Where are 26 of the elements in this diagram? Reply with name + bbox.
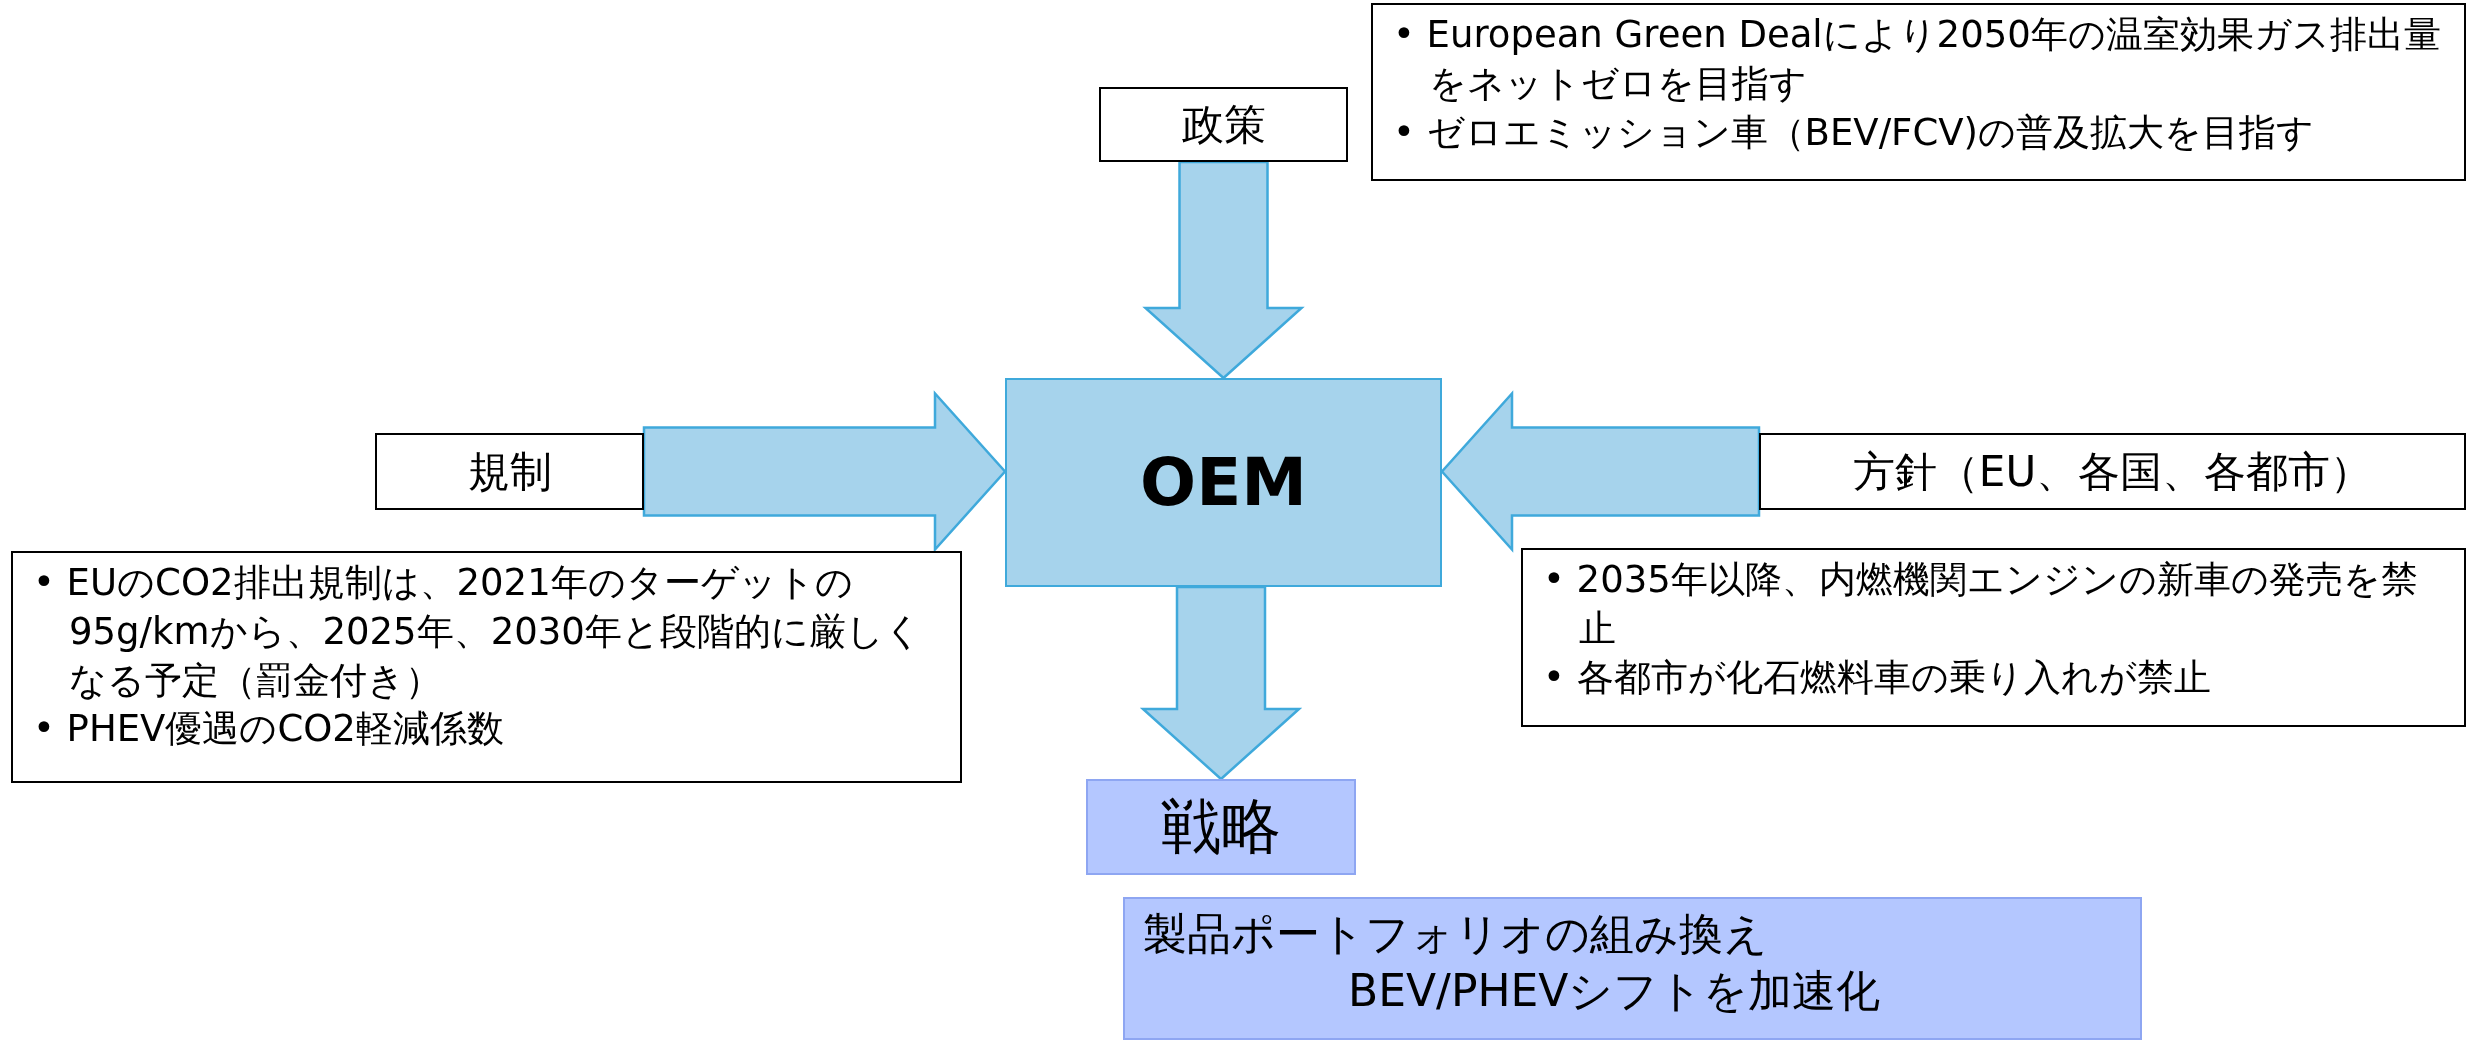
bullet-item: • 2035年以降、内燃機関エンジンの新車の発売を禁止 <box>1542 557 2419 652</box>
label-box <box>1099 87 1348 162</box>
label-box <box>1759 433 2466 510</box>
block-arrow <box>642 390 1007 553</box>
block-arrow <box>1440 390 1761 553</box>
bullet-item: • ゼロエミッション車（BEV/FCV)の普及拡大を目指す <box>1392 109 2315 156</box>
heading-text: 方針（EU、各国、各都市） <box>1852 445 2373 498</box>
text-box <box>1371 3 2466 181</box>
strategy-text-box <box>1123 897 2142 1040</box>
strategy-text: 製品ポートフォリオの組み換え <box>1143 907 1768 961</box>
bullet-item: • 各都市が化石燃料車の乗り入れが禁止 <box>1542 654 2212 701</box>
oem-label: OEM <box>1140 444 1307 521</box>
bullet-item: • EUのCO2排出規制は、2021年のターゲットの95g/kmから、2025年、2030年と段階的に厳しくなる予定（罰金付き） <box>32 560 923 704</box>
heading-text: 政策 <box>1181 98 1266 151</box>
strategy-box <box>1086 779 1356 875</box>
label-box <box>375 433 644 510</box>
oem-box <box>1005 378 1442 587</box>
heading-text: 規制 <box>467 445 552 498</box>
bullet-item: • PHEV優遇のCO2軽減係数 <box>32 706 505 753</box>
strategy-text: BEV/PHEVシフトを加速化 <box>1347 964 1881 1019</box>
block-arrow <box>1142 160 1305 380</box>
bullet-item: • European Green Dealにより2050年の温室効果ガス排出量をネットゼロを目指す <box>1392 12 2442 107</box>
strategy-label: 戦略 <box>1161 789 1281 863</box>
text-box <box>1521 548 2466 727</box>
block-arrow <box>1139 585 1303 781</box>
text-box <box>11 551 962 783</box>
